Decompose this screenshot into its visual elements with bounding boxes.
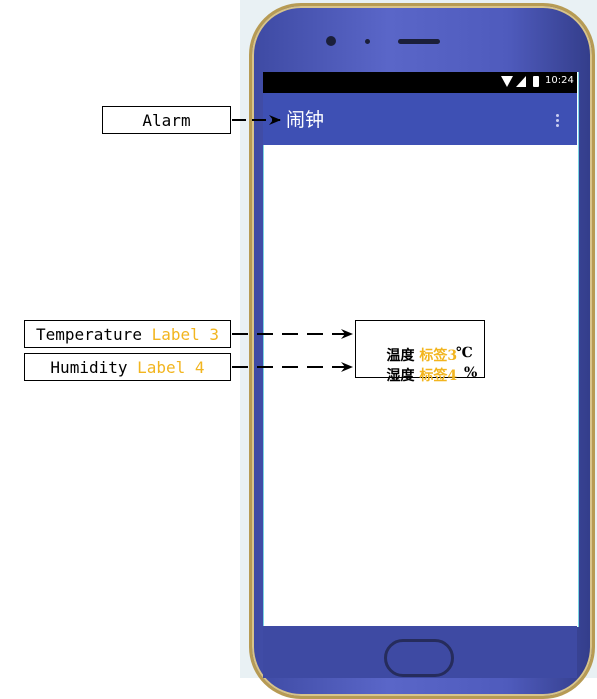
earpiece-speaker [398,39,440,44]
overflow-menu-icon[interactable] [556,114,559,127]
temperature-name: 温度 [386,348,415,364]
app-bar [263,93,577,145]
battery-icon [533,76,539,87]
app-title: 闹钟 [286,109,325,131]
readings-box: 温度 标签3℃ 湿度 标签4% [355,320,485,384]
home-button[interactable] [384,639,454,677]
humidity-callout: Humidity Label 4 [24,353,231,381]
status-time: 10:24 [545,75,574,86]
humidity-callout-label: Label 4 [137,357,205,377]
temperature-label: 标签3 [419,348,458,364]
humidity-reading: 湿度 标签4% [367,349,478,401]
temperature-callout-prefix: Temperature [35,324,152,344]
front-camera [326,36,336,46]
temperature-reading: 温度 标签3℃ [367,329,473,381]
temperature-callout: Temperature Label 3 [24,320,231,348]
humidity-label: 标签4 [419,368,458,384]
humidity-unit: % [464,365,478,381]
wifi-icon [501,76,513,87]
humidity-callout-prefix: Humidity [50,357,138,377]
arrows-layer [232,115,353,372]
status-bar [263,72,577,93]
temperature-unit: ℃ [456,345,473,361]
proximity-sensor [365,39,370,44]
bottom-bezel [263,626,577,678]
signal-icon [516,76,526,87]
temperature-callout-label: Label 3 [151,324,220,344]
alarm-callout-label: Alarm [142,110,191,130]
humidity-name: 湿度 [386,368,415,384]
alarm-callout: Alarm [102,106,231,134]
